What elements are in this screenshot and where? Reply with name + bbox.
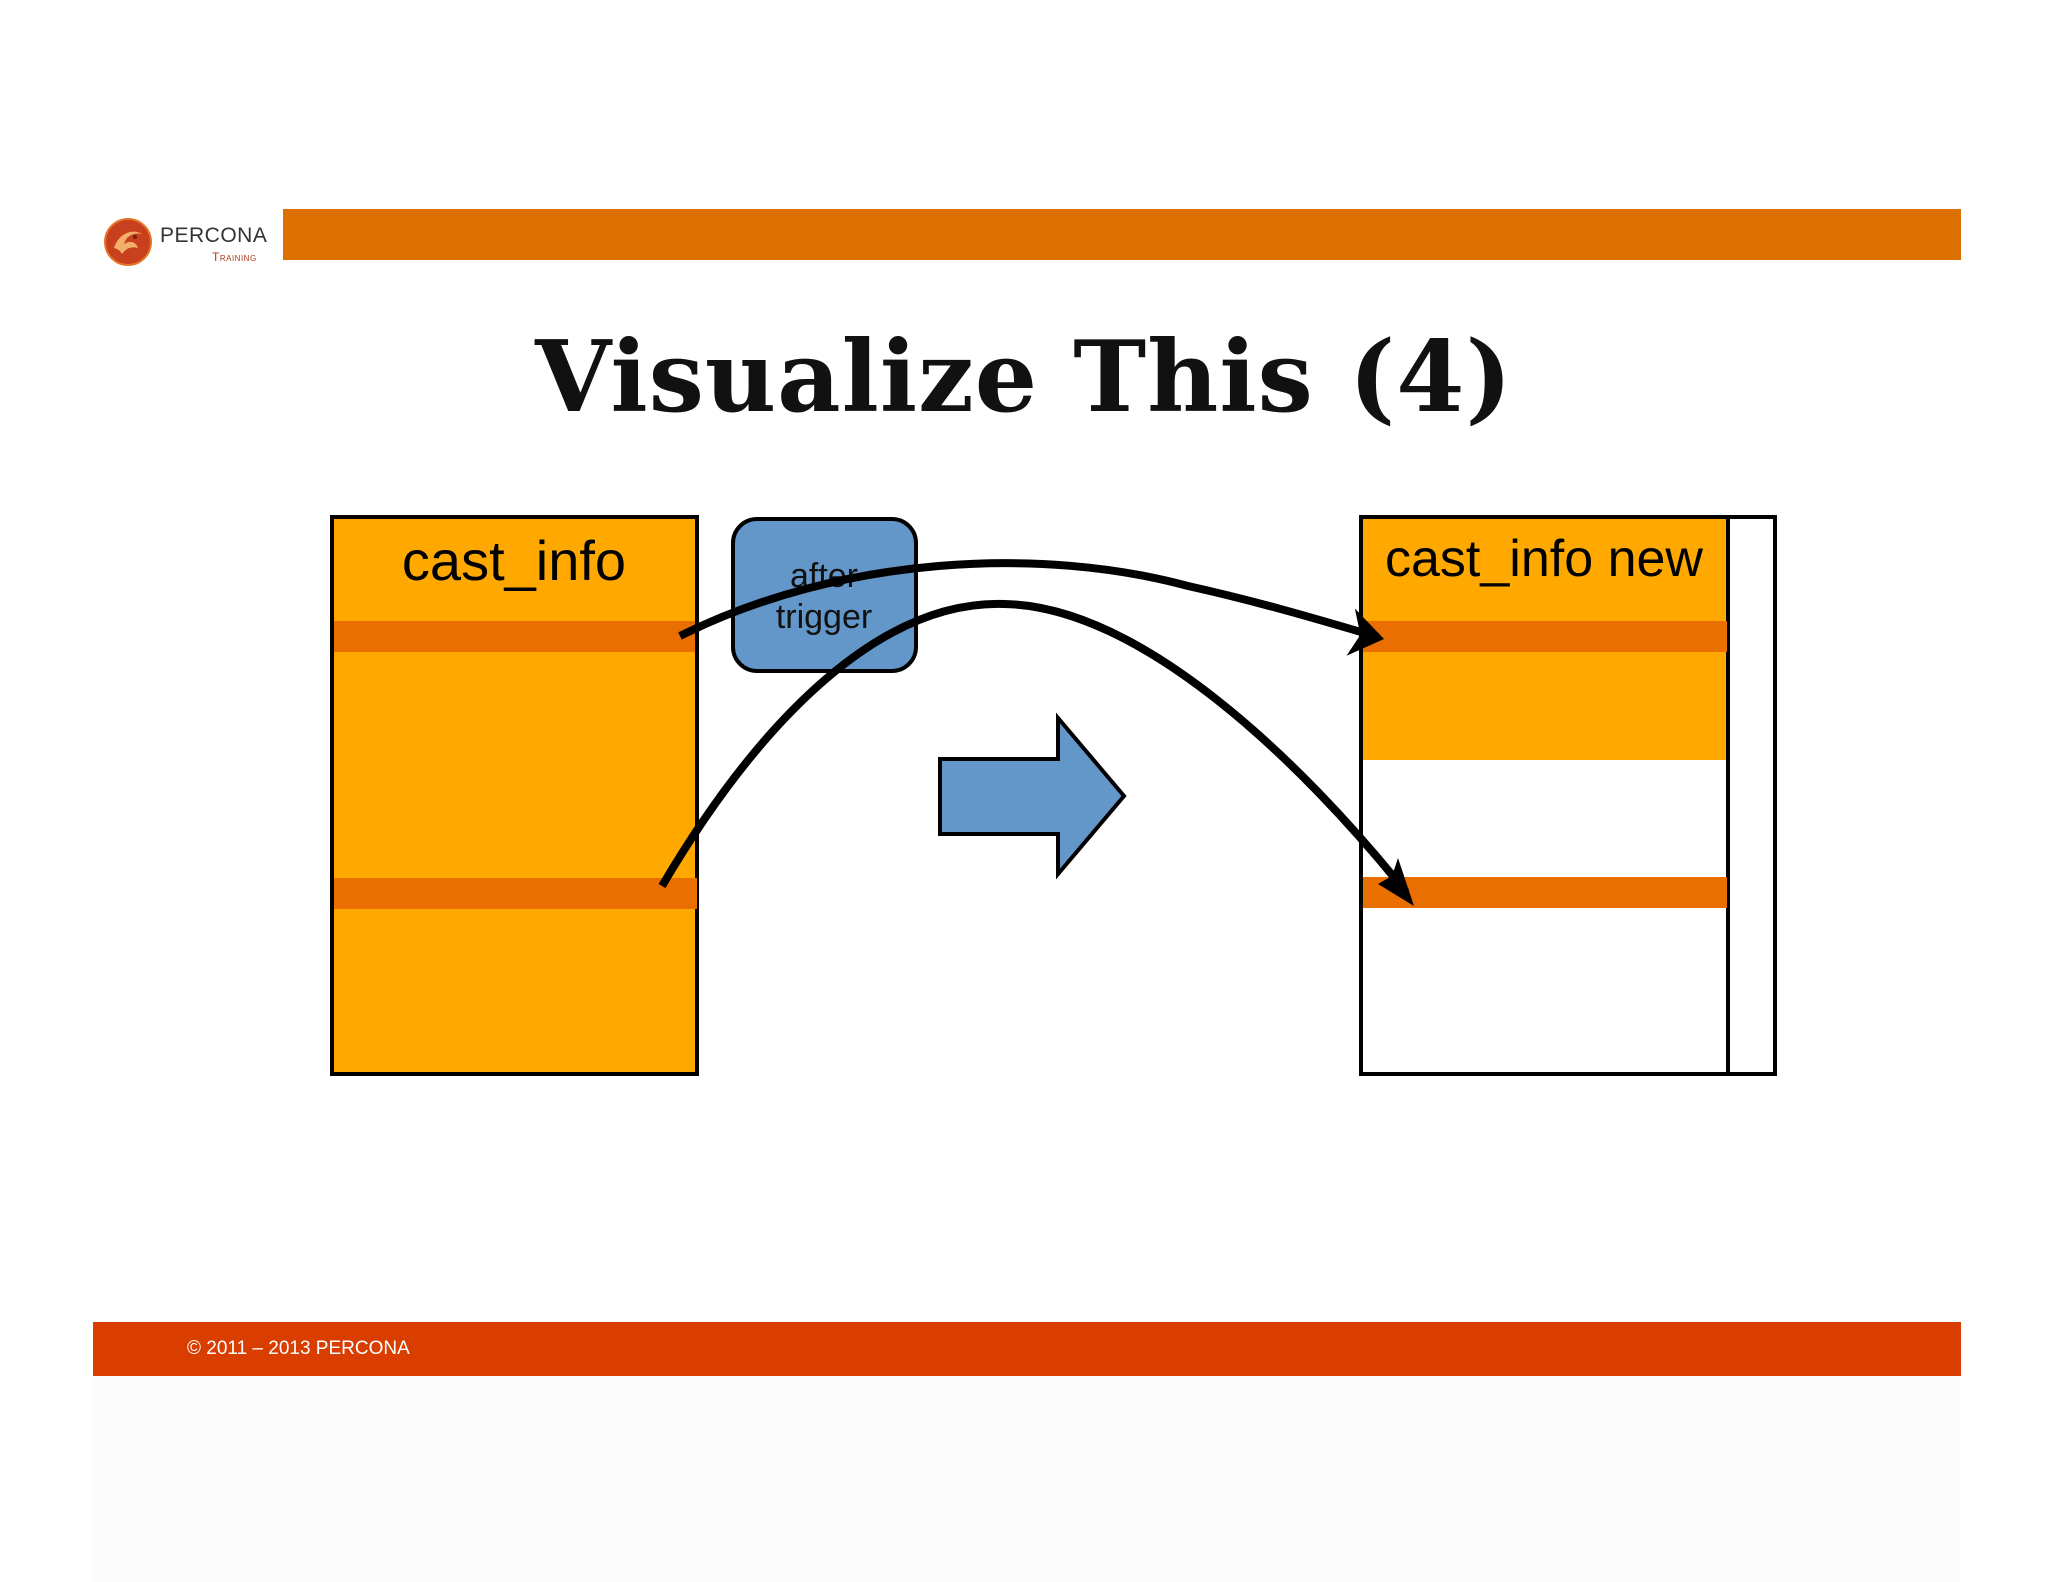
source-row-1 [334,621,695,652]
right-arrow-icon [938,712,1127,880]
footer-bar: © 2011 – 2013 PERCONA [93,1322,1961,1376]
target-row-1 [1363,621,1727,652]
trigger-label-line2: trigger [776,598,872,636]
trigger-box [731,517,918,673]
percona-logo: PERCONA Training [104,216,274,272]
logo-name: PERCONA [160,224,268,247]
percona-logo-icon [104,218,152,266]
logo-subtitle: Training [212,250,257,264]
source-row-2 [334,878,697,909]
copy-arrow-row-2 [658,599,1410,895]
target-table-label: cast_info new [1385,530,1703,588]
copy-arrow-row-1 [678,559,1380,641]
footer-copyright: © 2011 – 2013 PERCONA [187,1338,410,1359]
source-table-label: cast_info [402,529,626,592]
target-table: cast_info new [1359,515,1777,1076]
after-trigger-box: after trigger [731,517,918,673]
source-table: cast_info [330,515,699,1076]
copy-arrow-row-2-head [1378,858,1414,906]
source-table-box [330,515,699,1076]
target-row-2 [1363,877,1727,908]
slide-lower-background [93,1374,1961,1582]
slide-title: Visualize This (4) [535,320,1513,435]
copy-arrow-row-1-head [1346,608,1384,656]
header-bar [283,209,1961,260]
